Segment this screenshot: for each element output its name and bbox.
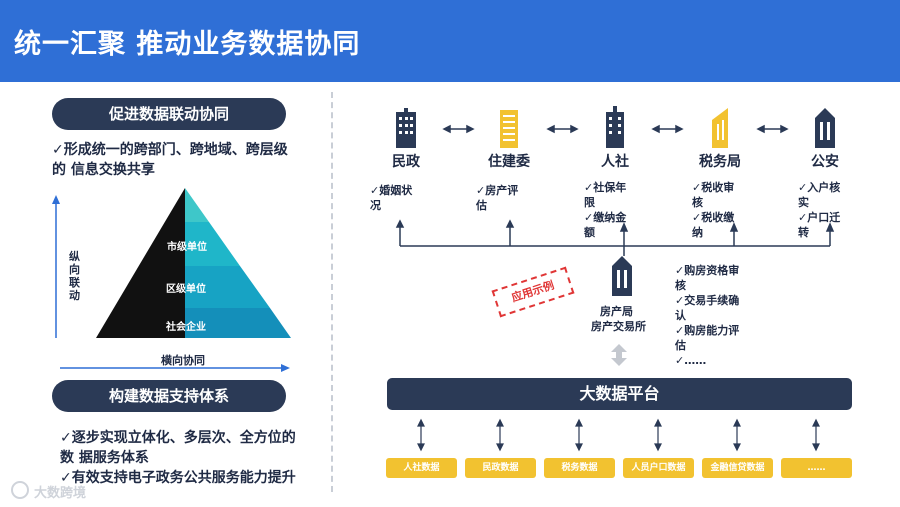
- data-box-credit: 金融信贷数据: [702, 458, 773, 478]
- section-title-support: 构建数据支持体系: [52, 380, 286, 412]
- agency-tax-bureau: 税务局: [699, 154, 741, 170]
- list-item: 认: [675, 309, 686, 322]
- agency-police: 公安: [811, 154, 839, 170]
- list-item: 实: [798, 196, 809, 209]
- agency-zhujianwei-items: ✓房产评 估: [476, 183, 518, 213]
- vertical-axis-label: 纵向联动: [69, 250, 80, 302]
- list-item: ✓交易手续确: [675, 294, 740, 307]
- building-icon: [606, 106, 624, 148]
- pyramid-tier-2: [185, 266, 270, 308]
- header-banner: 统一汇聚 推动业务数据协同: [0, 0, 900, 82]
- list-item: 限: [584, 196, 595, 209]
- list-item: ✓税收缴: [692, 211, 735, 224]
- platform-links: [417, 418, 820, 452]
- collab-bullet-line2: 的 信息交换共享: [52, 162, 155, 178]
- list-item: 纳: [692, 226, 703, 239]
- building-icon: [815, 108, 835, 148]
- data-box-civil: 民政数据: [465, 458, 536, 478]
- vertical-axis-arrow: [52, 195, 60, 204]
- support-bullet1-line1: ✓逐步实现立体化、多层次、全方位的: [60, 430, 296, 446]
- list-item: ✓购房资格审: [675, 264, 740, 277]
- agency-minzheng: 民政: [392, 154, 420, 170]
- page-title: 统一汇聚 推动业务数据协同: [14, 29, 361, 60]
- data-bus: [395, 219, 835, 256]
- list-item: ✓购房能力评: [675, 324, 740, 337]
- list-item: 况: [370, 199, 381, 212]
- pyramid-level-district: 区级单位: [166, 284, 206, 295]
- bureau-name: 房产局: [600, 305, 633, 318]
- list-item: ✓入户核: [798, 181, 841, 194]
- horizontal-axis-arrow: [281, 364, 290, 372]
- support-bullet1-line2: 数 据服务体系: [60, 450, 149, 466]
- agency-minzheng-items: ✓婚姻状 况: [370, 183, 412, 213]
- list-item: ✓房产评: [476, 184, 519, 197]
- list-item: ✓户口迁: [798, 211, 841, 224]
- list-item: 估: [675, 339, 686, 352]
- column-divider: [331, 92, 333, 492]
- support-bullet2: ✓有效支持电子政务公共服务能力提升: [60, 470, 296, 486]
- data-box-household: 人员户口数据: [623, 458, 694, 478]
- pyramid-tier-3: [185, 308, 291, 338]
- pyramid-dark-half: [96, 188, 185, 338]
- building-icon: [396, 108, 416, 148]
- sync-arrow-icon: [611, 344, 627, 366]
- collab-bullet-line1: ✓形成统一的跨部门、跨地域、跨层级: [52, 142, 288, 158]
- list-item: ✓缴纳金: [584, 211, 627, 224]
- building-icon: [712, 108, 728, 148]
- list-item: ✓社保年: [584, 181, 627, 194]
- agency-tax-items: ✓税收审 核 ✓税收缴 纳: [692, 180, 734, 240]
- bureau-exchange: 房产交易所: [591, 320, 646, 333]
- building-icon: [612, 256, 632, 296]
- building-icon: [500, 110, 518, 148]
- watermark-text: 大数跨境: [34, 486, 87, 501]
- agency-zhujianwei: 住建委: [488, 154, 530, 170]
- pyramid-tier-1: [185, 222, 240, 266]
- list-item: ✓……: [675, 354, 707, 367]
- bureau-checks: ✓购房资格审 核 ✓交易手续确 认 ✓购房能力评 估 ✓……: [675, 263, 739, 368]
- list-item: 转: [798, 226, 809, 239]
- list-item: ✓税收审: [692, 181, 735, 194]
- pyramid-level-city: 市级单位: [167, 242, 207, 253]
- agency-links: [442, 124, 789, 134]
- pyramid-top-tier: [185, 188, 209, 222]
- big-data-platform: 大数据平台: [387, 378, 852, 410]
- agency-renshe-items: ✓社保年 限 ✓缴纳金 额: [584, 180, 626, 240]
- horizontal-axis-label: 横向协同: [161, 354, 205, 367]
- data-box-tax: 税务数据: [544, 458, 615, 478]
- list-item: 额: [584, 226, 595, 239]
- list-item: 核: [675, 279, 686, 292]
- list-item: ✓婚姻状: [370, 184, 413, 197]
- data-box-social: 人社数据: [386, 458, 457, 478]
- pyramid-level-enterprise: 社会企业: [166, 322, 206, 333]
- agency-renshe: 人社: [601, 154, 629, 170]
- list-item: 估: [476, 199, 487, 212]
- section-title-collab: 促进数据联动协同: [52, 98, 286, 130]
- list-item: 核: [692, 196, 703, 209]
- data-box-more: ……: [781, 458, 852, 478]
- watermark-logo-icon: [11, 481, 29, 499]
- agency-police-items: ✓入户核 实 ✓户口迁 转: [798, 180, 840, 240]
